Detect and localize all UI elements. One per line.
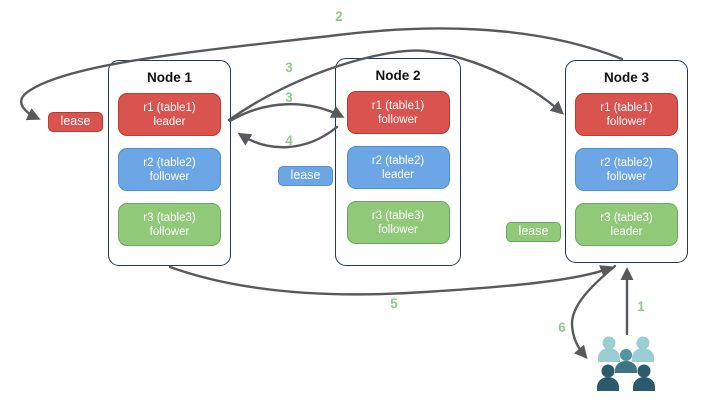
replica-role: leader — [610, 225, 643, 238]
node-2-replica-r3: r3 (table3) follower — [346, 201, 450, 244]
node-3-card: Node 3 r1 (table1) follower r2 (table2) … — [565, 60, 688, 263]
node-2-card: Node 2 r1 (table1) follower r2 (table2) … — [335, 58, 461, 266]
node-2-title: Node 2 — [375, 68, 421, 83]
replica-name: r3 (table3) — [371, 209, 425, 222]
step-label-3a: 3 — [285, 60, 293, 75]
replica-name: r2 (table2) — [600, 156, 653, 169]
lease-badge-table1: lease — [48, 112, 103, 132]
node-3-replica-r2: r2 (table2) follower — [575, 148, 678, 191]
step-label-6: 6 — [558, 320, 566, 335]
replica-role: follower — [378, 113, 418, 126]
arrow-step-5 — [168, 265, 614, 296]
replica-name: r1 (table1) — [143, 101, 196, 114]
replica-role: follower — [606, 170, 647, 183]
lease-badge-table3: lease — [506, 222, 561, 242]
replica-name: r3 (table3) — [600, 211, 653, 224]
replica-role: follower — [378, 223, 418, 236]
node-1-replica-r3: r3 (table3) follower — [118, 203, 221, 246]
step-label-2: 2 — [335, 9, 343, 24]
person-icon — [632, 348, 654, 362]
replica-name: r2 (table2) — [143, 156, 196, 169]
node-1-replica-r2: r2 (table2) follower — [118, 148, 221, 191]
replica-role: leader — [382, 168, 414, 181]
node-2-replica-r2: r2 (table2) leader — [346, 146, 450, 189]
person-icon — [636, 336, 650, 350]
step-label-4: 4 — [285, 133, 293, 148]
node-3-replica-r1: r1 (table1) follower — [575, 93, 678, 136]
replica-role: follower — [149, 225, 190, 238]
person-icon — [637, 364, 651, 378]
replica-name: r2 (table2) — [371, 154, 425, 167]
arrow-step-3-to-node2 — [228, 103, 345, 123]
person-icon — [601, 364, 615, 378]
person-icon — [633, 377, 655, 391]
person-icon — [602, 336, 616, 350]
node-1-card: Node 1 r1 (table1) leader r2 (table2) fo… — [108, 60, 231, 266]
step-label-3b: 3 — [285, 90, 293, 105]
node-2-replica-r1: r1 (table1) follower — [346, 91, 450, 134]
replica-name: r1 (table1) — [371, 99, 425, 112]
replica-name: r3 (table3) — [143, 211, 196, 224]
step-label-1: 1 — [637, 299, 645, 314]
lease-badge-table2: lease — [278, 166, 333, 186]
node-1-replica-r1: r1 (table1) leader — [118, 93, 221, 136]
person-icon — [598, 348, 620, 362]
users-group-icon — [597, 336, 655, 391]
replica-role: follower — [606, 115, 647, 128]
arrow-step-6 — [570, 264, 617, 360]
replica-name: r1 (table1) — [600, 101, 653, 114]
replica-role: follower — [149, 170, 190, 183]
node-3-title: Node 3 — [603, 70, 649, 85]
node-3-replica-r3: r3 (table3) leader — [575, 203, 678, 246]
person-icon — [620, 349, 632, 361]
node-1-title: Node 1 — [146, 70, 192, 85]
person-icon — [615, 361, 637, 373]
step-label-5: 5 — [390, 296, 398, 311]
person-icon — [597, 377, 619, 391]
replica-role: leader — [153, 115, 186, 128]
